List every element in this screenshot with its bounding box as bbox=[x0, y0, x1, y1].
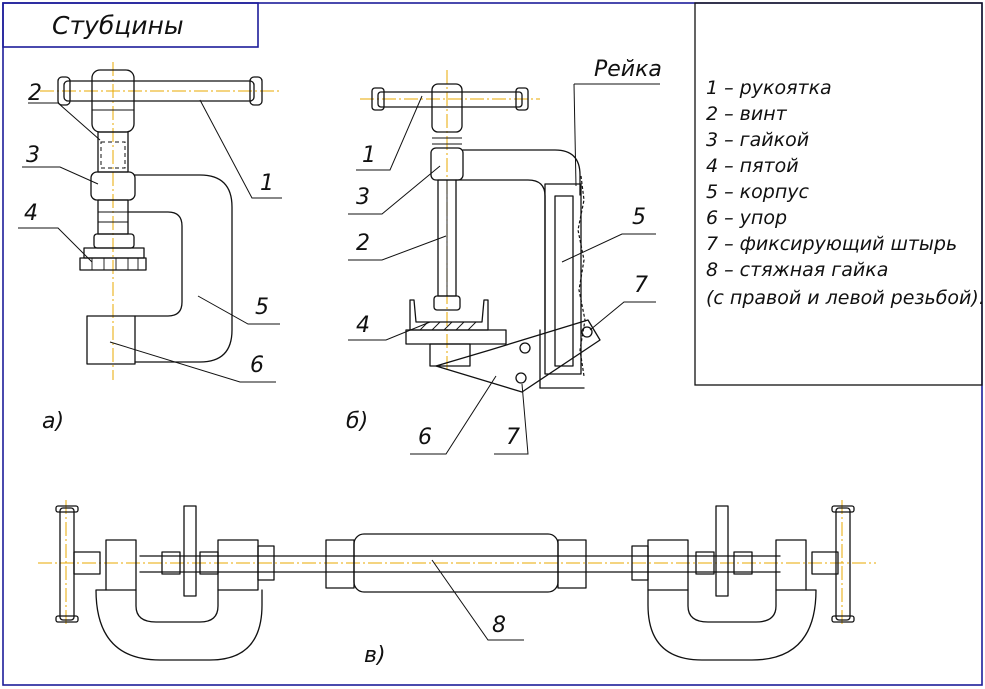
callout-a-6: 6 bbox=[250, 353, 264, 378]
callout-a-3: 3 bbox=[26, 143, 40, 168]
legend-item-pin: 7 – фиксирующий штырь bbox=[706, 233, 957, 255]
callout-b-6: 6 bbox=[418, 425, 432, 450]
legend-item-tension-nut: 8 – стяжная гайка bbox=[706, 259, 888, 281]
figure-label-b: б) bbox=[346, 409, 368, 434]
figure-label-a: а) bbox=[42, 409, 64, 434]
callout-b-1: 1 bbox=[362, 143, 376, 168]
callout-b-5: 5 bbox=[632, 205, 646, 230]
legend-item-screw: 2 – винт bbox=[706, 103, 788, 125]
rail-label: Рейка bbox=[594, 57, 662, 82]
callout-b-7b: 7 bbox=[506, 425, 520, 450]
callout-b-3: 3 bbox=[356, 185, 370, 210]
figure-label-c: в) bbox=[364, 643, 386, 668]
callout-a-2: 2 bbox=[28, 81, 42, 106]
figure-b-clamp: Рейка 1 3 2 4 5 7 6 7 б) bbox=[346, 57, 662, 455]
callout-a-5: 5 bbox=[255, 295, 269, 320]
title-box bbox=[2, 2, 259, 48]
callout-a-1: 1 bbox=[260, 171, 274, 196]
legend-item-handle: 1 – рукоятка bbox=[706, 77, 832, 99]
legend-item-heel: 4 – пятой bbox=[706, 155, 799, 177]
callout-c-8: 8 bbox=[492, 613, 506, 638]
legend-item-nut: 3 – гайкой bbox=[706, 129, 809, 151]
legend-item-thread-note: (с правой и левой резьбой). bbox=[706, 287, 985, 309]
callout-b-7: 7 bbox=[634, 273, 648, 298]
callout-b-2: 2 bbox=[356, 231, 370, 256]
figure-c-assembly: 8 в) bbox=[38, 500, 876, 668]
legend-item-body: 5 – корпус bbox=[706, 181, 809, 203]
callout-b-4: 4 bbox=[356, 313, 370, 338]
legend-box bbox=[694, 2, 983, 386]
legend-list: 1 – рукоятка 2 – винт 3 – гайкой 4 – пят… bbox=[706, 77, 985, 309]
callout-a-4: 4 bbox=[24, 201, 38, 226]
legend-item-stop: 6 – упор bbox=[706, 207, 787, 229]
drawing-title: Стубцины bbox=[52, 11, 184, 40]
figure-a-clamp: 2 3 4 1 5 6 а) bbox=[18, 62, 282, 434]
